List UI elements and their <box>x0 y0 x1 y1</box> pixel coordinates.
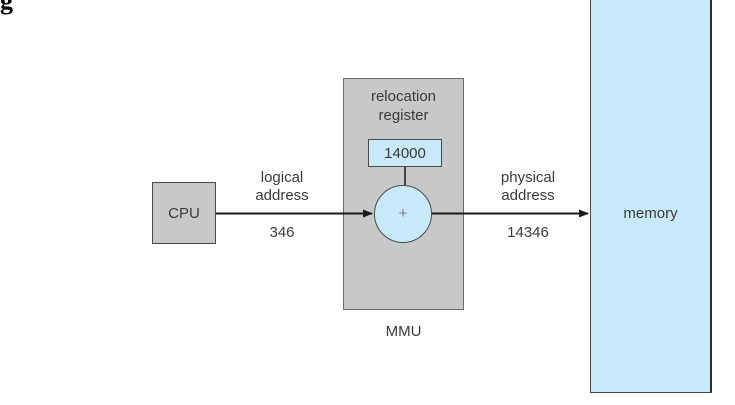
physical-address-value: 14346 <box>507 224 549 241</box>
plus-icon: + <box>398 205 408 222</box>
relocation-register-title-line1: relocation <box>370 88 437 105</box>
logical-address-label-line1: logical <box>260 169 304 186</box>
physical-address-label-line1: physical <box>500 169 556 186</box>
cropped-heading-fragment: g <box>0 0 60 16</box>
mmu-label: MMU <box>385 323 422 340</box>
cpu-box: CPU <box>152 182 216 244</box>
adder-circle: + <box>374 185 432 243</box>
logical-address-value: 346 <box>269 224 295 241</box>
cropped-heading-text: g <box>0 0 13 15</box>
relocation-register: 14000 <box>368 139 442 167</box>
cpu-label: CPU <box>168 205 200 222</box>
physical-address-label-line2: address <box>501 187 555 204</box>
logical-address-label-line2: address <box>255 187 309 204</box>
memory-block: memory <box>590 0 712 393</box>
relocation-register-value: 14000 <box>384 145 426 162</box>
memory-label: memory <box>623 205 678 222</box>
relocation-register-title-line2: register <box>378 107 429 124</box>
